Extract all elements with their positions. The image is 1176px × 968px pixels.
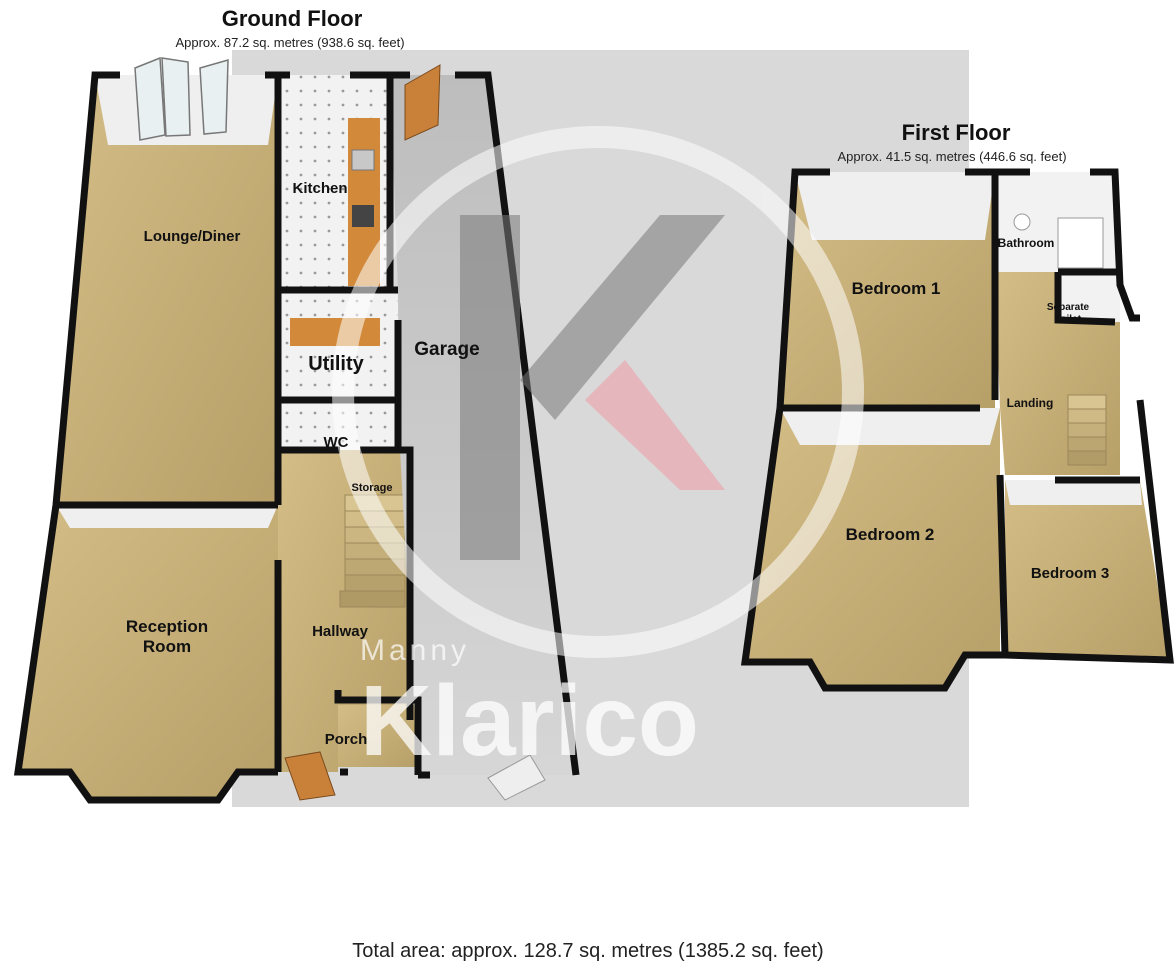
room-separate-toilet	[1058, 272, 1120, 322]
label-porch: Porch	[325, 731, 368, 748]
first-floor-area: Approx. 41.5 sq. metres (446.6 sq. feet)	[837, 149, 1066, 164]
patio-doors	[134, 56, 229, 141]
garage-door-bottom	[487, 754, 546, 801]
watermark-klarico: Klarico	[360, 665, 699, 777]
room-lounge-diner	[56, 75, 278, 505]
label-kitchen: Kitchen	[292, 180, 347, 197]
landing-stairs	[1067, 394, 1107, 466]
front-door	[284, 751, 336, 801]
watermark-logo	[332, 126, 864, 658]
first-floor-walls	[740, 168, 1174, 692]
label-storage: Storage	[352, 482, 393, 494]
room-reception	[18, 505, 278, 800]
garage-door-top	[404, 64, 441, 141]
ground-floor-area: Approx. 87.2 sq. metres (938.6 sq. feet)	[175, 35, 404, 50]
ground-floor-title: Ground Floor	[222, 6, 363, 31]
label-utility: Utility	[308, 353, 364, 375]
label-landing: Landing	[1007, 396, 1054, 410]
label-separate-toilet-line2: Toilet	[1055, 314, 1082, 325]
label-bedroom-3: Bedroom 3	[1031, 565, 1109, 582]
bedroom3-wall-shade	[1005, 480, 1142, 505]
label-bedroom-2: Bedroom 2	[846, 525, 935, 544]
room-bedroom-3	[1005, 480, 1170, 660]
label-separate-toilet-line1: Separate	[1047, 302, 1090, 313]
first-floor-plan	[740, 168, 1174, 692]
label-hallway: Hallway	[312, 623, 369, 640]
bedroom2-wall-shade	[780, 408, 1000, 445]
total-area: Total area: approx. 128.7 sq. metres (13…	[352, 940, 824, 962]
label-wc: WC	[324, 434, 349, 451]
label-garage: Garage	[414, 339, 479, 360]
room-porch	[338, 705, 418, 767]
first-floor-title: First Floor	[902, 120, 1011, 145]
kitchen-sink	[351, 149, 375, 171]
label-bathroom: Bathroom	[998, 236, 1055, 250]
kitchen-hob	[352, 205, 374, 227]
label-bedroom-1: Bedroom 1	[852, 279, 941, 298]
label-lounge-diner: Lounge/Diner	[144, 228, 241, 245]
basin	[1013, 213, 1031, 231]
label-reception-line1: Reception	[126, 617, 208, 636]
bedroom1-wall-shade	[795, 172, 995, 240]
watermark-manny: Manny	[360, 634, 470, 667]
utility-counter	[290, 318, 380, 346]
reception-wall-shade	[56, 505, 278, 528]
label-reception-line2: Room	[143, 637, 191, 656]
bathtub	[1057, 217, 1104, 269]
ground-floor-walls	[13, 71, 580, 804]
room-bedroom-2	[745, 408, 1000, 688]
